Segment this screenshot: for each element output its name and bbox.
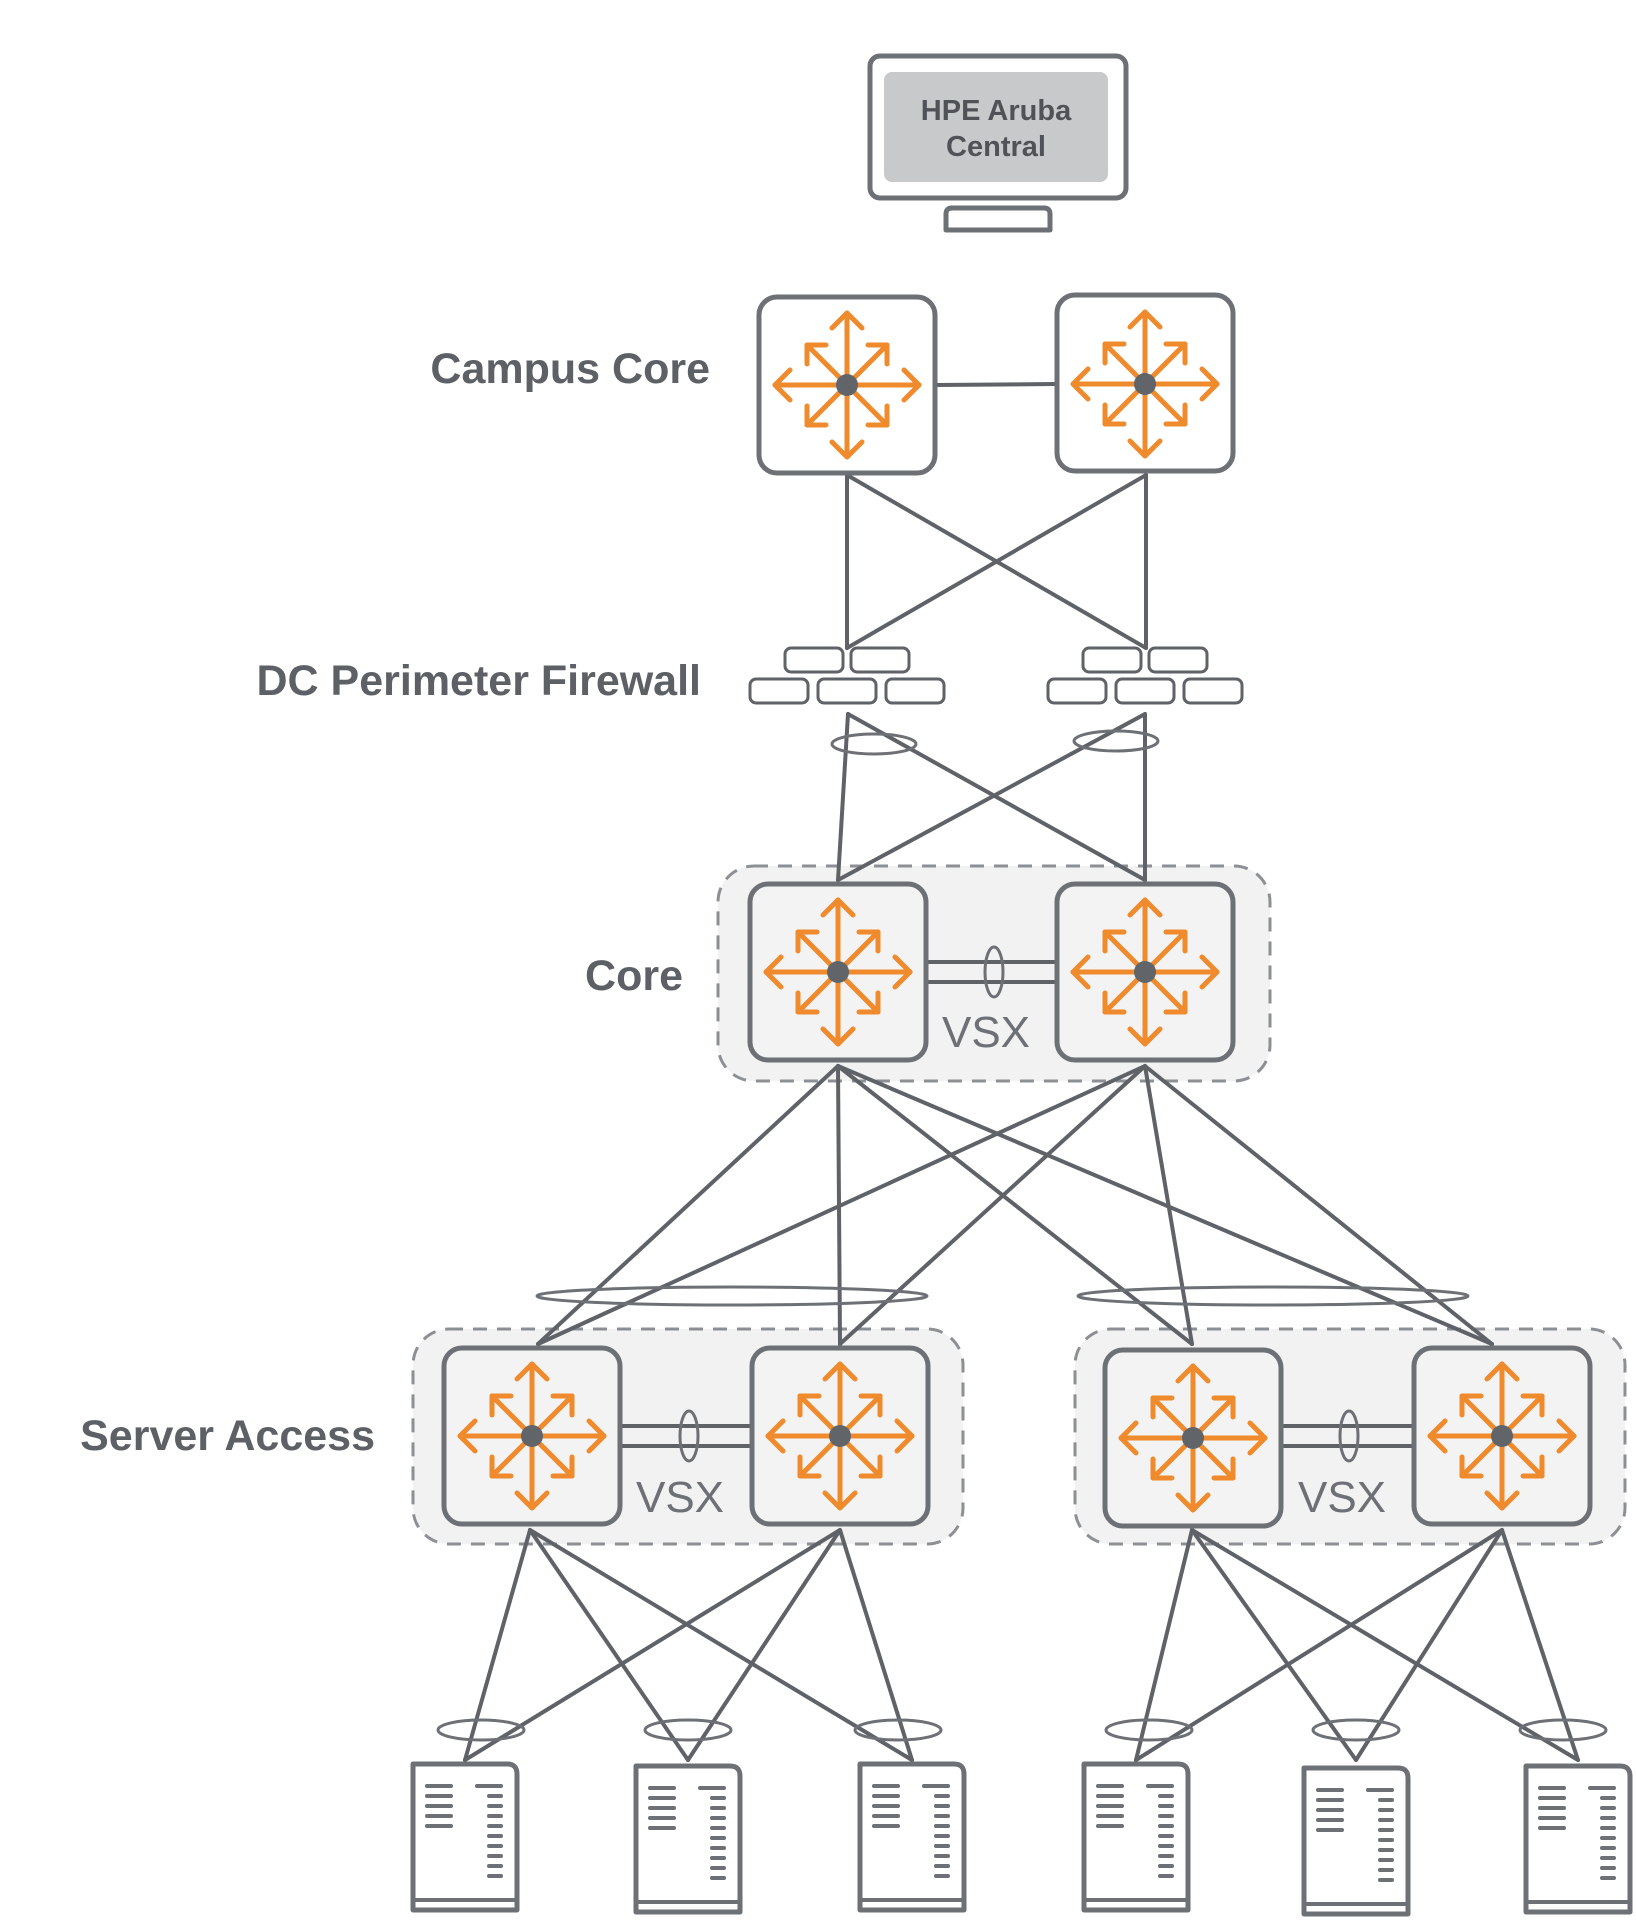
access-switch-4 (1411, 1345, 1593, 1527)
access-switch-1 (441, 1345, 623, 1527)
campus-core-switch-2 (1054, 292, 1236, 474)
core-switch-1 (747, 881, 929, 1063)
monitor-label-line2: Central (946, 131, 1046, 163)
lag-indicators (436, 729, 1608, 1742)
monitor-icon: HPE Aruba Central (867, 53, 1129, 233)
firewall-icon (1046, 646, 1244, 705)
vsx-label-core: VSX (942, 1008, 1030, 1057)
tier-label-campus-core: Campus Core (430, 345, 710, 393)
server-icon (636, 1766, 740, 1912)
core-switch-2 (1054, 881, 1236, 1063)
access-switch-2 (749, 1345, 931, 1527)
tier-label-firewall: DC Perimeter Firewall (256, 657, 701, 705)
server-icon (1084, 1764, 1188, 1910)
server-icon (413, 1764, 517, 1910)
server-icon (1526, 1766, 1630, 1912)
link-lines (463, 382, 1580, 1762)
server-icon (1304, 1768, 1408, 1914)
campus-core-switch-1 (756, 294, 938, 476)
vsx-label-access-right: VSX (1298, 1473, 1386, 1522)
monitor-label-line1: HPE Aruba (921, 95, 1072, 127)
vsx-label-access-left: VSX (636, 1473, 724, 1522)
access-switch-3 (1102, 1347, 1284, 1529)
firewall-icon (748, 646, 946, 705)
server-icon (860, 1764, 964, 1910)
tier-label-server-access: Server Access (80, 1412, 375, 1460)
tier-label-core: Core (585, 952, 683, 1000)
